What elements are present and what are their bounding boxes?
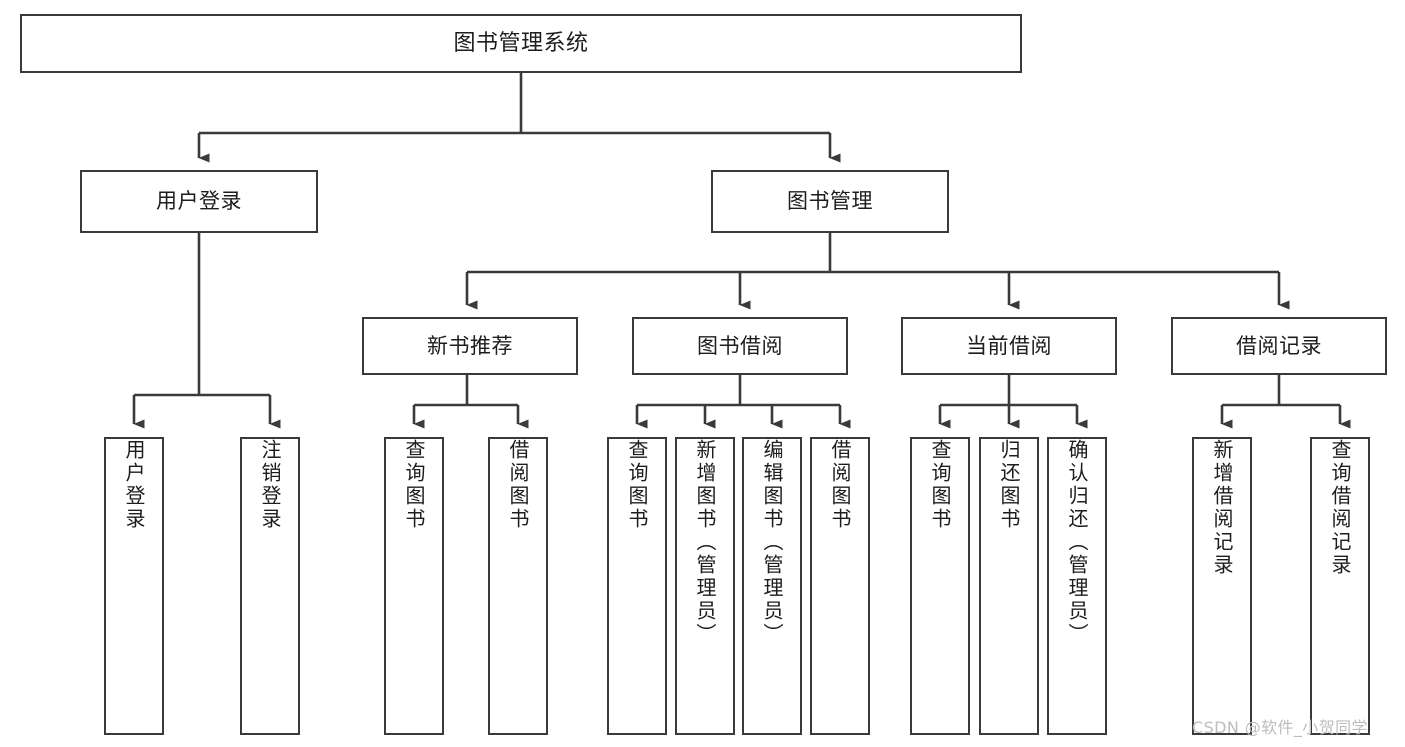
node-user-login[interactable]: 用户登录 [80, 170, 318, 233]
node-current-borrow[interactable]: 当前借阅 [901, 317, 1117, 375]
node-leaf-add-book-label: 新增图书（管理员） [693, 439, 717, 646]
node-leaf-logout-login-label: 注销登录 [258, 439, 282, 531]
node-leaf-query-book-3-label: 查询图书 [928, 439, 952, 531]
node-leaf-add-record-label: 新增借阅记录 [1210, 439, 1234, 577]
node-book-borrow-label: 图书借阅 [697, 333, 783, 358]
node-leaf-add-book[interactable]: 新增图书（管理员） [675, 437, 735, 735]
node-leaf-user-login-label: 用户登录 [122, 439, 146, 531]
node-book-manage-label: 图书管理 [787, 189, 873, 214]
node-leaf-borrow-book-1-label: 借阅图书 [506, 439, 530, 531]
node-borrow-record[interactable]: 借阅记录 [1171, 317, 1387, 375]
node-leaf-edit-book-label: 编辑图书（管理员） [760, 439, 784, 646]
node-leaf-borrow-book-1[interactable]: 借阅图书 [488, 437, 548, 735]
node-root-book-management-system[interactable]: 图书管理系统 [20, 14, 1022, 73]
node-leaf-user-login[interactable]: 用户登录 [104, 437, 164, 735]
node-leaf-query-book-2-label: 查询图书 [625, 439, 649, 531]
node-leaf-logout-login[interactable]: 注销登录 [240, 437, 300, 735]
node-book-borrow[interactable]: 图书借阅 [632, 317, 848, 375]
node-leaf-query-record-label: 查询借阅记录 [1328, 439, 1352, 577]
node-user-login-label: 用户登录 [156, 189, 242, 214]
node-leaf-return-book-label: 归还图书 [997, 439, 1021, 531]
node-leaf-query-book-1[interactable]: 查询图书 [384, 437, 444, 735]
node-leaf-confirm-return[interactable]: 确认归还（管理员） [1047, 437, 1107, 735]
node-new-book-recommend[interactable]: 新书推荐 [362, 317, 578, 375]
node-leaf-return-book[interactable]: 归还图书 [979, 437, 1039, 735]
node-leaf-edit-book[interactable]: 编辑图书（管理员） [742, 437, 802, 735]
node-current-borrow-label: 当前借阅 [966, 333, 1052, 358]
node-leaf-query-record[interactable]: 查询借阅记录 [1310, 437, 1370, 735]
node-borrow-record-label: 借阅记录 [1236, 333, 1322, 358]
node-leaf-borrow-book-2[interactable]: 借阅图书 [810, 437, 870, 735]
csdn-watermark: CSDN @软件_小贺同学 [1192, 718, 1368, 737]
node-leaf-query-book-2[interactable]: 查询图书 [607, 437, 667, 735]
node-leaf-query-book-1-label: 查询图书 [402, 439, 426, 531]
node-book-manage[interactable]: 图书管理 [711, 170, 949, 233]
node-new-book-recommend-label: 新书推荐 [427, 333, 513, 358]
node-root-label: 图书管理系统 [453, 30, 589, 56]
node-leaf-confirm-return-label: 确认归还（管理员） [1065, 439, 1089, 646]
node-leaf-borrow-book-2-label: 借阅图书 [828, 439, 852, 531]
node-leaf-add-record[interactable]: 新增借阅记录 [1192, 437, 1252, 735]
node-leaf-query-book-3[interactable]: 查询图书 [910, 437, 970, 735]
